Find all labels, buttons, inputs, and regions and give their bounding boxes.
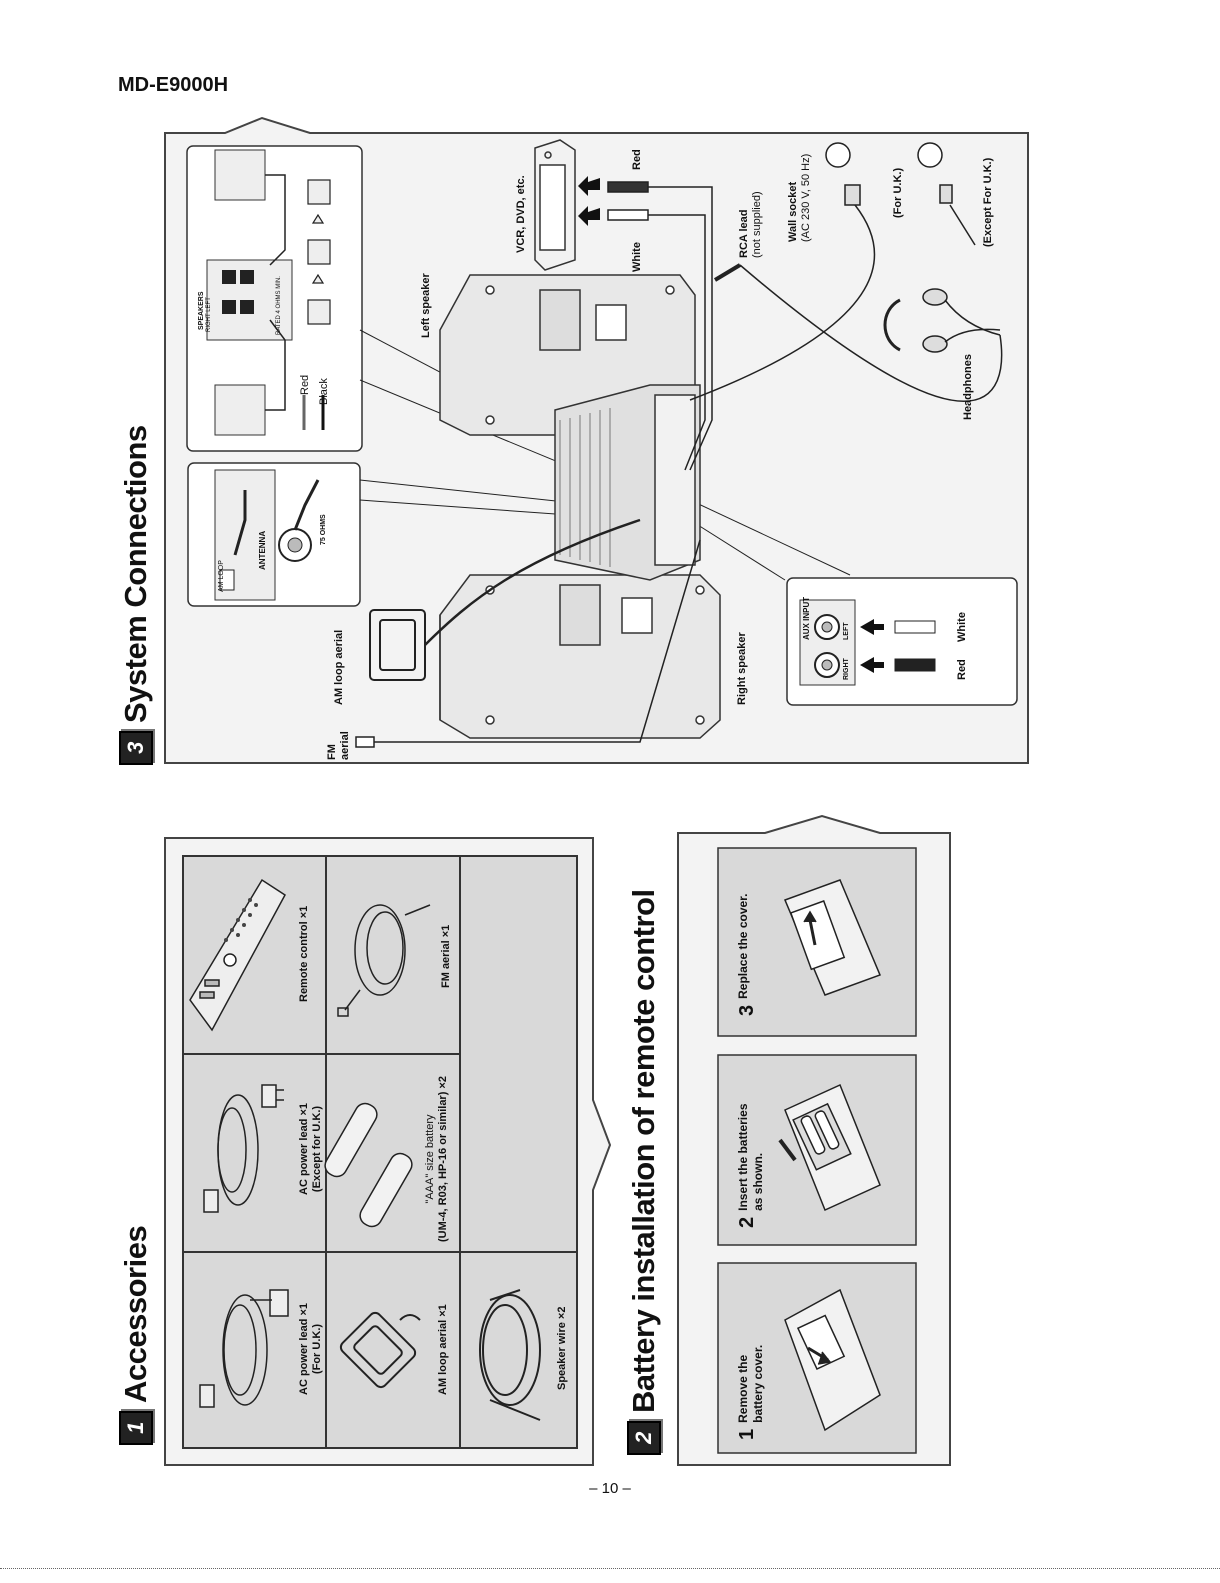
aux-left-text: LEFT xyxy=(843,622,850,641)
ohms-text: 75 OHMS xyxy=(320,514,327,545)
headphones-drawing xyxy=(713,263,1003,402)
am-loop-aerial-icon xyxy=(339,1311,421,1389)
remote-back-icon xyxy=(784,1288,881,1432)
ac-lead-eu-icon xyxy=(203,1084,284,1213)
speakers-sub-text: RIGHT LEFT xyxy=(206,297,212,332)
wire-red-label: Red xyxy=(299,374,311,395)
main-unit-drawing xyxy=(554,384,701,581)
aux-input-text: AUX INPUT xyxy=(802,596,811,640)
am-loop-label: AM loop aerial xyxy=(333,629,345,705)
rated-text: RATED 4 OHMS MIN. xyxy=(276,276,282,335)
vcr-drawing xyxy=(534,139,576,271)
red-plug-label: Red xyxy=(631,149,643,170)
am-loop-terminal-text: AM LOOP xyxy=(218,560,225,592)
page-number: – 10 – xyxy=(589,1480,631,1497)
speaker-wire-icon xyxy=(479,1289,541,1421)
rca-lead-label: RCA lead (not supplied) xyxy=(738,191,764,258)
fm-aerial-label: FM aerial xyxy=(326,731,352,760)
wire-black-label: Black xyxy=(318,378,330,405)
bottom-dotted-line xyxy=(0,1568,1220,1569)
rca-arrows xyxy=(578,176,600,226)
model-number: MD-E9000H xyxy=(118,74,229,96)
wall-socket-label: Wall socket (AC 230 V, 50 Hz) xyxy=(787,153,813,242)
white-plug-label: White xyxy=(631,242,643,272)
except-uk-label: (Except For U.K.) xyxy=(982,157,994,247)
am-loop-diagram xyxy=(369,518,641,681)
aux-right-text: RIGHT xyxy=(843,658,850,680)
cover-replace-icon xyxy=(784,879,881,996)
left-speaker-label: Left speaker xyxy=(420,273,432,338)
aux-white-label: White xyxy=(956,612,968,642)
ac-lead-uk-icon xyxy=(199,1289,289,1408)
aux-red-label: Red xyxy=(956,659,968,680)
headphones-label: Headphones xyxy=(962,353,974,420)
remote-control-icon xyxy=(189,878,286,1032)
aaa-battery-icon xyxy=(324,1102,413,1228)
for-uk-label: (For U.K.) xyxy=(892,167,904,218)
battery-insert-icon xyxy=(778,1083,881,1212)
right-speaker-label: Right speaker xyxy=(736,632,748,705)
right-speaker-drawing xyxy=(439,574,721,739)
fm-aerial-icon xyxy=(337,904,431,1017)
antenna-text: ANTENNA xyxy=(258,530,267,570)
vcr-label: VCR, DVD, etc. xyxy=(515,175,527,253)
